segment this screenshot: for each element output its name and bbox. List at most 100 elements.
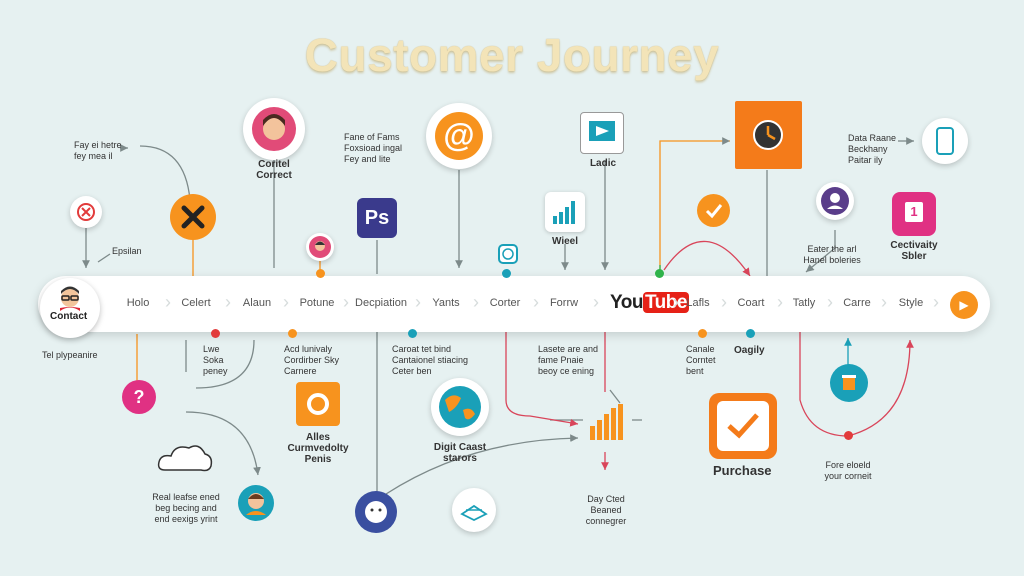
checkbox-icon: [717, 401, 769, 451]
cloud-node[interactable]: [155, 438, 215, 478]
wheel-label: Wieel: [551, 236, 579, 247]
stage-label[interactable]: Carre: [843, 297, 871, 309]
clock-icon: [753, 120, 783, 150]
man-avatar-icon: [246, 493, 266, 515]
live-note: Lwe Soka peney: [203, 344, 228, 376]
profile-node[interactable]: [816, 182, 854, 220]
chevron-right-icon: ›: [415, 292, 421, 312]
person-avatar-icon: [309, 236, 331, 258]
enter-note: Eater the arl Hanel boleries: [803, 244, 861, 265]
cloud-icon: [157, 445, 213, 472]
person-glasses-icon: [60, 286, 80, 311]
stage-label[interactable]: Forrw: [549, 297, 579, 309]
avatar[interactable]: [243, 98, 305, 160]
badge-number-icon: 1: [905, 202, 923, 222]
chevron-right-icon: ›: [593, 292, 599, 312]
ticket-node[interactable]: [452, 488, 496, 532]
contact-start-node[interactable]: [40, 278, 100, 338]
number-card[interactable]: 1: [892, 192, 936, 236]
stage-label[interactable]: Yants: [432, 297, 460, 309]
marker-dot: [655, 269, 664, 278]
check-icon: [705, 204, 723, 219]
tools-node[interactable]: [170, 194, 216, 240]
chevron-right-icon: ›: [165, 292, 171, 312]
cannot-note: Caroat tet bind Cantaionel stiacing Cete…: [392, 344, 469, 376]
chevron-right-icon: ›: [225, 292, 231, 312]
candle-note: Canale Corntet bent: [686, 344, 716, 376]
marker-dot: [698, 329, 707, 338]
chevron-right-icon: ›: [827, 292, 833, 312]
marker-dot: [211, 329, 220, 338]
avatar-bottom[interactable]: [238, 485, 274, 521]
user-icon: [821, 187, 849, 215]
marker-dot: [746, 329, 755, 338]
signal-node[interactable]: [578, 398, 638, 444]
stage-label[interactable]: Holo: [126, 297, 150, 309]
stage-label[interactable]: Coart: [737, 297, 765, 309]
epsilon-label: Epsilan: [112, 246, 142, 256]
marker-dot: [288, 329, 297, 338]
left-bottom-note: Real leafse ened beg becing and end eexi…: [152, 492, 220, 524]
check-node[interactable]: [697, 194, 730, 227]
laaste-note: Lasete are and fame Pnaie beoy ce ening: [538, 344, 599, 376]
smile-icon: [502, 248, 514, 260]
video-icon: [589, 121, 615, 141]
globe-icon: [439, 386, 481, 428]
heart-circle-node[interactable]: [70, 196, 102, 228]
contact-label: Contact: [50, 311, 88, 322]
checkmark-icon: [727, 413, 759, 439]
marker-dot: [844, 431, 853, 440]
refresh-card[interactable]: [296, 382, 340, 426]
chevron-right-icon: ›: [673, 292, 679, 312]
photoshop-icon[interactable]: Ps: [357, 198, 397, 238]
ticket-icon: [460, 504, 488, 522]
youtube-you-text: You: [610, 292, 643, 313]
right-top-note: Data Raane Beckhany Paitar ily: [848, 133, 897, 165]
avatar-small[interactable]: [306, 233, 334, 261]
chevron-right-icon: ›: [343, 292, 349, 312]
smiley-icon[interactable]: [498, 244, 518, 264]
signal-bars-icon: [590, 404, 623, 440]
globe-node[interactable]: [431, 378, 489, 436]
support-node[interactable]: [355, 491, 397, 533]
stage-label[interactable]: Tatly: [792, 297, 816, 309]
refresh-icon: [307, 393, 329, 415]
stage-label[interactable]: Decpiation: [355, 297, 407, 309]
digit-label: Digit Caast starors: [433, 442, 487, 464]
clock-card[interactable]: [735, 101, 802, 169]
heart-x-icon: [77, 203, 95, 221]
cup-icon: [842, 375, 856, 390]
stage-label[interactable]: Celert: [181, 297, 211, 309]
play-button[interactable]: ▶: [950, 291, 978, 319]
phone-node[interactable]: [922, 118, 968, 164]
ladic-label: Ladic: [589, 158, 617, 169]
coffee-node[interactable]: [830, 364, 868, 402]
marker-dot: [502, 269, 511, 278]
stage-label[interactable]: Lafls: [686, 297, 710, 309]
stage-label[interactable]: Potune: [299, 297, 335, 309]
chevron-right-icon: ›: [777, 292, 783, 312]
contact-top-label: Coritel Correct: [256, 159, 292, 181]
centivity-label: Cectivaity Sbler: [890, 240, 938, 262]
chart-card[interactable]: [545, 192, 585, 232]
help-icon[interactable]: ?: [122, 380, 156, 414]
top-left-note: Fay ei hetre fey mea il: [74, 140, 122, 161]
stage-label[interactable]: Corter: [489, 297, 521, 309]
chevron-right-icon: ›: [721, 292, 727, 312]
stage-label[interactable]: Style: [898, 297, 924, 309]
tel-label: Tel plypeanire: [42, 350, 98, 360]
purchase-card[interactable]: [709, 393, 777, 459]
chevron-right-icon: ›: [473, 292, 479, 312]
stage-label[interactable]: Alaun: [242, 297, 272, 309]
chevron-right-icon: ›: [283, 292, 289, 312]
video-card[interactable]: [580, 112, 624, 154]
for-note: Fore eloeld your corneit: [824, 460, 872, 481]
marker-dot: [408, 329, 417, 338]
marker-dot: [316, 269, 325, 278]
chevron-right-icon: ›: [881, 292, 887, 312]
chevron-right-icon: ›: [533, 292, 539, 312]
email-node[interactable]: @: [426, 103, 492, 169]
day-note: Day Cted Beaned connegrer: [585, 494, 627, 526]
